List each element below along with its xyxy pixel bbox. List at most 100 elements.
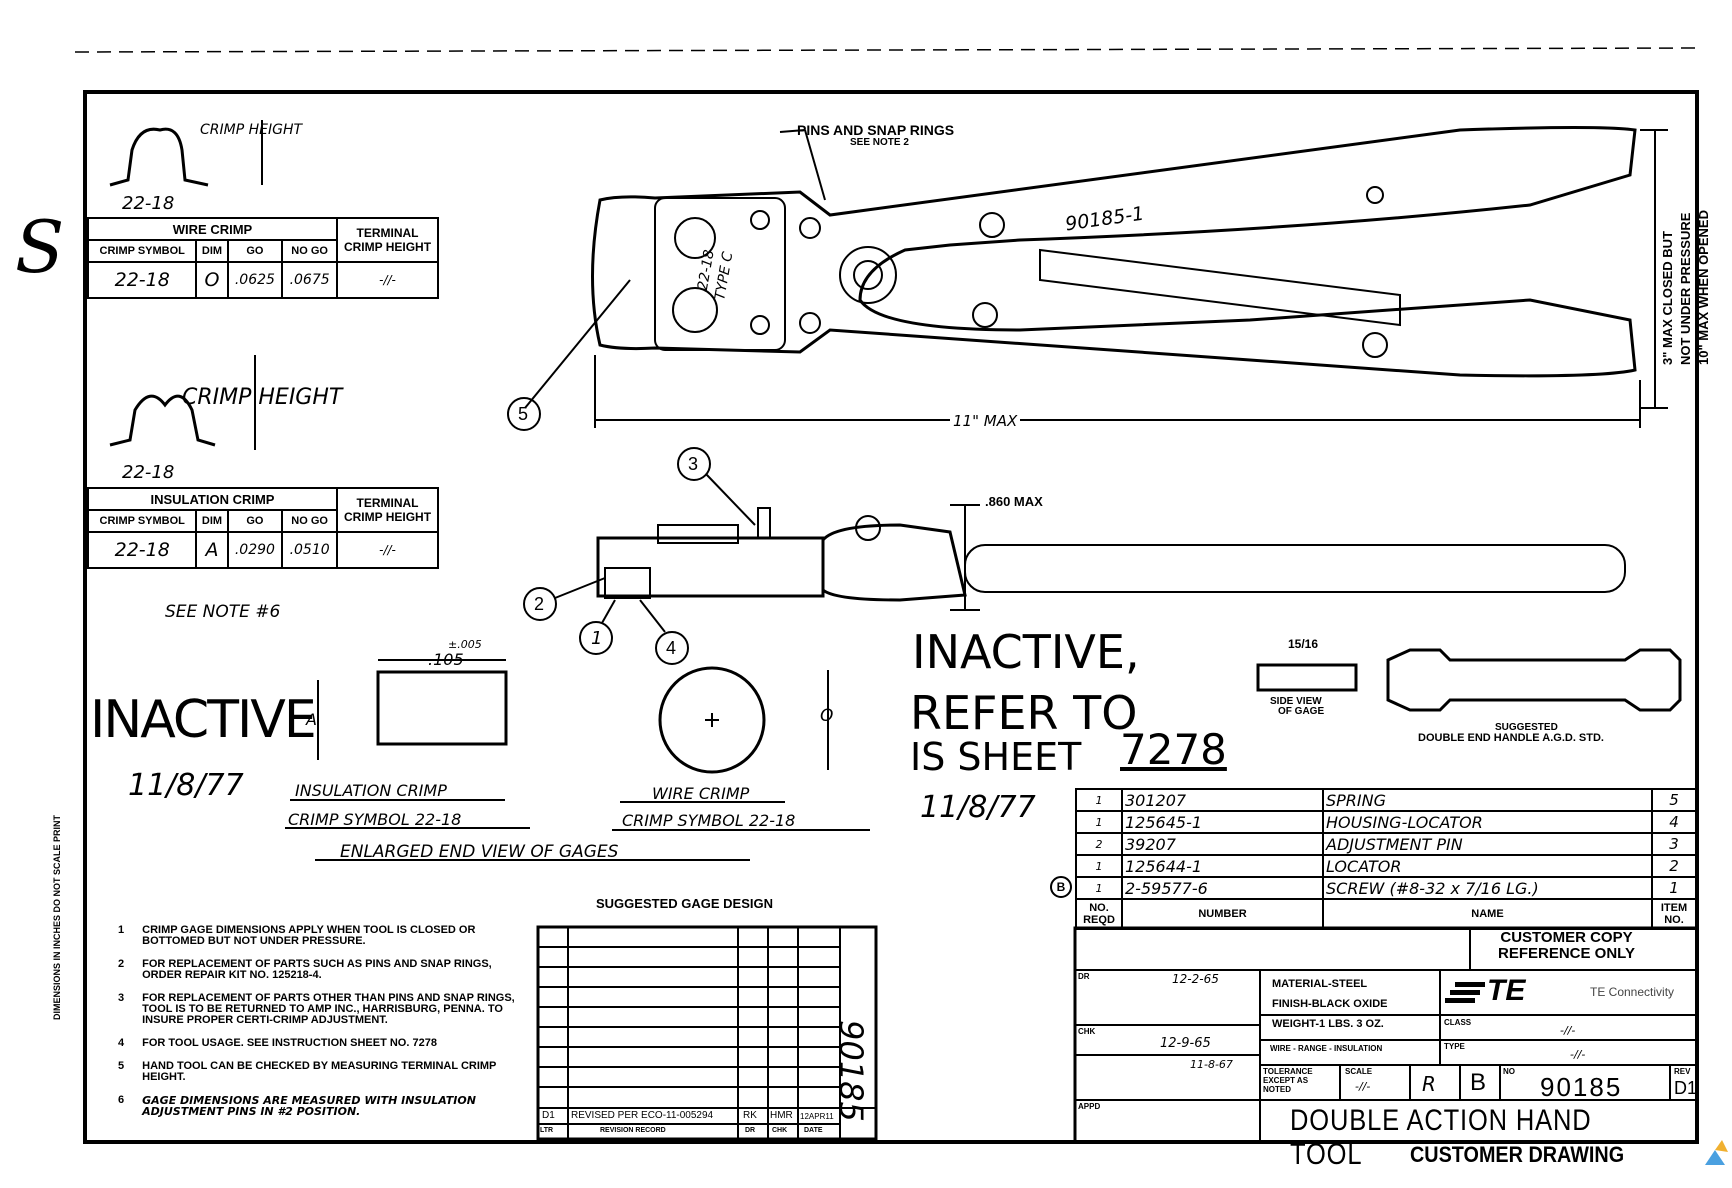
revision-header-date: DATE <box>804 1127 823 1134</box>
callout-4-circle <box>655 631 689 665</box>
scale-label: SCALE <box>1345 1067 1373 1076</box>
part-qty: 1 <box>1075 876 1123 900</box>
header-dim: DIM <box>195 239 229 263</box>
part-number: 39207 <box>1121 832 1324 856</box>
note-text: GAGE DIMENSIONS ARE MEASURED WITH INSULA… <box>142 1094 476 1118</box>
inactive-stamp-right-1: INACTIVE, <box>912 625 1140 679</box>
loc-value: R <box>1422 1072 1436 1096</box>
thickness-dim: .860 MAX <box>985 494 1043 509</box>
part-name: HOUSING-LOCATOR <box>1322 810 1653 834</box>
opening-dim-2: NOT UNDER PRESSURE <box>1678 212 1693 365</box>
side-view-label-1: SIDE VIEW <box>1270 696 1322 707</box>
wire-crimp-terminal-header: TERMINAL CRIMP HEIGHT <box>336 217 439 263</box>
part-number: 2-59577-6 <box>1121 876 1324 900</box>
note-number: 5 <box>118 1060 125 1072</box>
callout-4: 4 <box>666 638 677 658</box>
tool-top-view <box>591 126 1637 378</box>
note-item: 6 GAGE DIMENSIONS ARE MEASURED WITH INSU… <box>118 1094 518 1118</box>
side-view-gage <box>1256 663 1358 692</box>
part-item: 5 <box>1651 788 1697 812</box>
signature-date-1: 12-2-65 <box>1172 972 1219 986</box>
note-text: FOR REPLACEMENT OF PARTS SUCH AS PINS AN… <box>142 958 492 981</box>
class-value: -//- <box>1560 1024 1576 1037</box>
part-qty: 2 <box>1075 832 1123 856</box>
wire-gage-symbol: CRIMP SYMBOL 22-18 <box>622 811 796 830</box>
opening-dim-3: 10" MAX WHEN OPENED <box>1696 210 1711 365</box>
wire-crimp-symbol: 22-18 <box>86 261 198 299</box>
wire-crimp-go: .0625 <box>226 261 284 299</box>
part-item: 1 <box>1651 876 1697 900</box>
side-view-dim: 15/16 <box>1288 637 1319 651</box>
wire-crimp-no-go: .0675 <box>281 261 338 299</box>
pins-snap-rings-label: PINS AND SNAP RINGS <box>797 122 955 138</box>
insulation-crimp-table: INSULATION CRIMP TERMINAL CRIMP HEIGHT C… <box>86 487 439 569</box>
wire-crimp-title: WIRE CRIMP <box>87 217 338 241</box>
wire-crimp-size: 22-18 <box>122 193 175 214</box>
wire-gage-title: WIRE CRIMP <box>652 784 750 803</box>
note-text: CRIMP GAGE DIMENSIONS APPLY WHEN TOOL IS… <box>142 924 476 947</box>
revision-chk: HMR <box>770 1110 793 1121</box>
wire-crimp-detail-label: CRIMP HEIGHT <box>200 122 303 138</box>
wire-crimp-dim: O <box>195 261 229 299</box>
part-number: 301207 <box>1121 788 1324 812</box>
header-dim: DIM <box>195 509 229 533</box>
revision-header-dr: DR <box>745 1127 756 1134</box>
dr-label: DR <box>1078 972 1090 981</box>
part-item: 3 <box>1651 832 1697 856</box>
part-name: SPRING <box>1322 788 1653 812</box>
te-logo: TE <box>1487 974 1526 1007</box>
customer-copy-line-2: REFERENCE ONLY <box>1498 945 1635 962</box>
part-name: LOCATOR <box>1322 854 1653 878</box>
revision-vertical-number: 90185 <box>832 1020 870 1122</box>
parts-row: 1 2-59577-6 SCREW (#8-32 x 7/16 LG.) 1 <box>1075 876 1697 900</box>
header-crimp-symbol: CRIMP SYMBOL <box>86 509 198 533</box>
callout-3: 3 <box>688 454 699 474</box>
inactive-sheet-ref: 7278 <box>1120 725 1227 774</box>
callout-2: 2 <box>534 594 545 614</box>
callout-3-circle <box>677 447 711 481</box>
note-number: 2 <box>118 958 125 970</box>
callout-1: 1 <box>591 628 603 649</box>
customer-copy-line-1: CUSTOMER COPY <box>1500 929 1633 946</box>
insulation-crimp-terminal-value: -//- <box>336 531 439 569</box>
revision-header-ltr: LTR <box>540 1127 554 1134</box>
parts-row: 2 39207 ADJUSTMENT PIN 3 <box>1075 832 1697 856</box>
part-name: SCREW (#8-32 x 7/16 LG.) <box>1322 876 1653 900</box>
drawing-frame <box>83 90 1699 1144</box>
wire-crimp-terminal-value: -//- <box>336 261 439 299</box>
weight-label: WEIGHT-1 LBS. 3 OZ. <box>1272 1018 1384 1030</box>
insulation-gage <box>376 670 508 746</box>
parts-header-item: ITEM NO. <box>1651 898 1697 930</box>
inactive-stamp-right-3: IS SHEET <box>910 735 1082 779</box>
see-note-6: SEE NOTE #6 <box>165 602 281 622</box>
tolerance-label: TOLERANCE EXCEPT AS NOTED <box>1263 1067 1313 1094</box>
gage-width: .105 <box>428 650 464 669</box>
inactive-stamp-right-2: REFER TO <box>910 686 1138 740</box>
drawing-title: DOUBLE ACTION HAND TOOL <box>1290 1104 1592 1171</box>
rev-value: D1 <box>1674 1078 1698 1098</box>
customer-copy-stamp: CUSTOMER COPY REFERENCE ONLY <box>1498 930 1635 962</box>
note-text: HAND TOOL CAN BE CHECKED BY MEASURING TE… <box>142 1060 497 1083</box>
margin-vertical-note: DIMENSIONS IN INCHES DO NOT SCALE PRINT <box>52 814 62 1020</box>
parts-row: 1 301207 SPRING 5 <box>1075 788 1697 812</box>
side-view-label-2: OF GAGE <box>1278 706 1325 717</box>
gage-section-title: ENLARGED END VIEW OF GAGES <box>340 842 619 862</box>
revision-ltr: D1 <box>542 1110 555 1121</box>
gage-tolerance: ±.005 <box>448 638 482 651</box>
insulation-gage-title: INSULATION CRIMP <box>295 781 447 800</box>
gage-handle <box>1386 648 1682 712</box>
insulation-gage-symbol: CRIMP SYMBOL 22-18 <box>288 810 462 829</box>
revision-record: REVISED PER ECO-11-005294 <box>571 1110 714 1121</box>
pins-snap-rings-note: SEE NOTE 2 <box>850 137 909 148</box>
part-number: 125644-1 <box>1121 854 1324 878</box>
inactive-date-left: 11/8/77 <box>128 768 244 803</box>
notes-list: 1 CRIMP GAGE DIMENSIONS APPLY WHEN TOOL … <box>118 924 518 1118</box>
signature-date-3: 11-8-67 <box>1190 1058 1233 1071</box>
parts-row: 1 125644-1 LOCATOR 2 <box>1075 854 1697 878</box>
scale-value: -//- <box>1355 1080 1371 1093</box>
part-number: 125645-1 <box>1121 810 1324 834</box>
handle-label-1: SUGGESTED <box>1495 722 1558 733</box>
suggested-gage-title: SUGGESTED GAGE DESIGN <box>596 896 773 911</box>
revision-header-record: REVISION RECORD <box>600 1127 666 1134</box>
